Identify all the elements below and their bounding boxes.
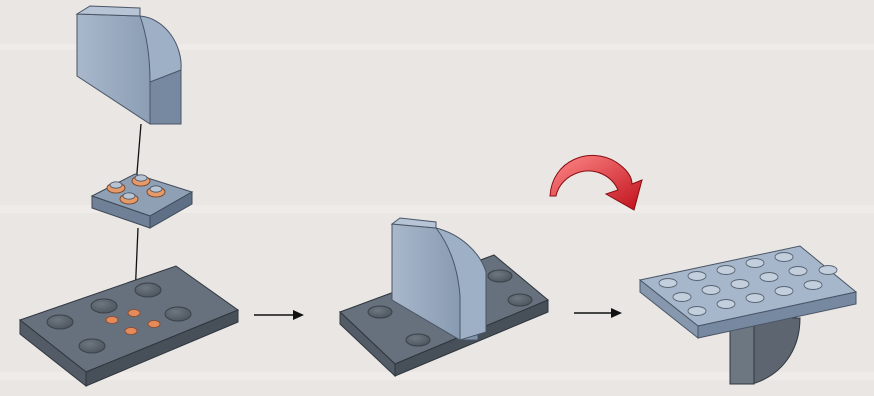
assembly-flipped-over (640, 246, 856, 384)
slope-attached-to-base-plate (340, 218, 548, 376)
right-arrow-icon (574, 308, 622, 318)
flip-over-icon (550, 155, 642, 210)
curved-slope-brick-part (77, 6, 181, 124)
4x6-base-plate-part (20, 266, 238, 386)
2x2-plate-part (92, 174, 192, 228)
right-arrow-icon (254, 310, 304, 320)
